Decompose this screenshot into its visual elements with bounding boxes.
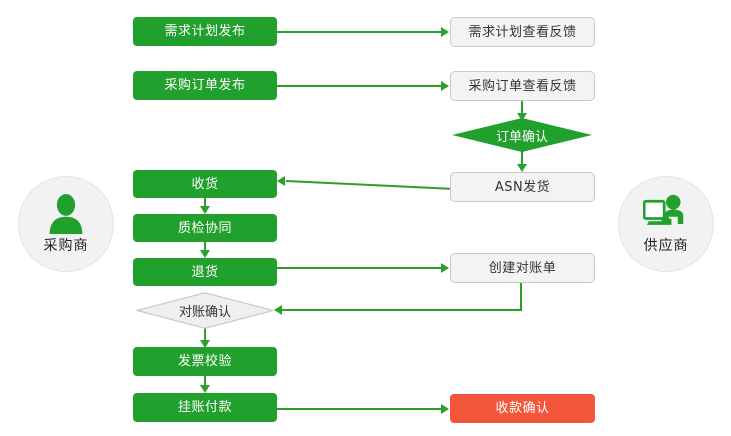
edge-po-publish-to-feedback [277, 85, 442, 87]
node-return-goods[interactable]: 退货 [133, 258, 277, 286]
actor-supplier[interactable]: 供应商 [618, 176, 714, 272]
edge-asn-to-receive-goods [285, 180, 456, 190]
node-statement-confirm[interactable]: 对账确认 [136, 292, 274, 329]
node-po-publish-label: 采购订单发布 [164, 78, 246, 93]
node-demand-plan-feedback[interactable]: 需求计划查看反馈 [450, 17, 595, 47]
node-statement-confirm-label: 对账确认 [178, 305, 231, 320]
arrowhead-po-feedback [441, 81, 449, 91]
edge-order-confirm-to-asn [521, 150, 523, 169]
node-payment-posting-label: 挂账付款 [177, 400, 232, 415]
arrowhead-statement-confirm [274, 305, 282, 315]
arrowhead-payment-received [441, 404, 449, 414]
edge-payment-to-received [277, 408, 442, 410]
node-asn-ship[interactable]: ASN发货 [450, 172, 595, 202]
edge-return-to-create-statement [277, 267, 442, 269]
node-demand-plan-publish-label: 需求计划发布 [164, 24, 246, 39]
node-demand-plan-feedback-label: 需求计划查看反馈 [468, 24, 577, 40]
edge-create-statement-down [520, 283, 522, 311]
arrowhead-create-statement [441, 263, 449, 273]
arrowhead-return-goods [200, 250, 210, 258]
node-order-confirm[interactable]: 订单确认 [452, 118, 592, 152]
node-return-goods-label: 退货 [191, 264, 219, 280]
node-create-statement[interactable]: 创建对账单 [450, 253, 595, 283]
node-receive-goods-label: 收货 [191, 176, 219, 192]
edge-demand-plan-publish-to-feedback [277, 31, 442, 33]
arrowhead-demand-plan-feedback [441, 27, 449, 37]
edge-invoice-to-payment [204, 376, 206, 389]
node-demand-plan-publish[interactable]: 需求计划发布 [133, 17, 277, 46]
node-po-feedback[interactable]: 采购订单查看反馈 [450, 71, 595, 101]
user-at-computer-icon [643, 194, 684, 225]
node-asn-ship-label: ASN发货 [494, 179, 551, 195]
arrowhead-order-confirm [517, 113, 527, 121]
node-quality-inspection-label: 质检协同 [177, 220, 232, 236]
node-create-statement-label: 创建对账单 [488, 260, 557, 276]
edge-po-feedback-to-order-confirm [521, 101, 523, 117]
diamond-shape-green [452, 118, 592, 152]
node-order-confirm-label: 订单确认 [495, 129, 548, 145]
actor-supplier-label: 供应商 [643, 237, 689, 254]
node-quality-inspection[interactable]: 质检协同 [133, 214, 277, 242]
node-receive-goods[interactable]: 收货 [133, 170, 277, 198]
arrowhead-receive-goods [277, 176, 285, 186]
node-payment-posting[interactable]: 挂账付款 [133, 393, 277, 422]
edge-confirm-to-invoice [204, 328, 206, 344]
user-icon [49, 193, 83, 234]
arrowhead-asn-ship [517, 164, 527, 172]
node-payment-received-label: 收款确认 [495, 401, 550, 416]
edge-receive-to-inspection [204, 197, 206, 210]
node-invoice-verify-label: 发票校验 [177, 354, 232, 369]
actor-buyer-label: 采购商 [43, 237, 89, 254]
edge-create-statement-to-confirm [282, 309, 522, 311]
node-payment-received[interactable]: 收款确认 [450, 394, 595, 423]
node-po-publish[interactable]: 采购订单发布 [133, 71, 277, 100]
node-po-feedback-label: 采购订单查看反馈 [468, 78, 577, 94]
node-invoice-verify[interactable]: 发票校验 [133, 347, 277, 376]
edge-inspection-to-return [204, 241, 206, 254]
arrowhead-invoice-verify [200, 340, 210, 348]
arrowhead-payment-posting [200, 385, 210, 393]
diamond-shape-white [136, 292, 274, 329]
actor-buyer[interactable]: 采购商 [18, 176, 114, 272]
arrowhead-quality-inspection [200, 206, 210, 214]
